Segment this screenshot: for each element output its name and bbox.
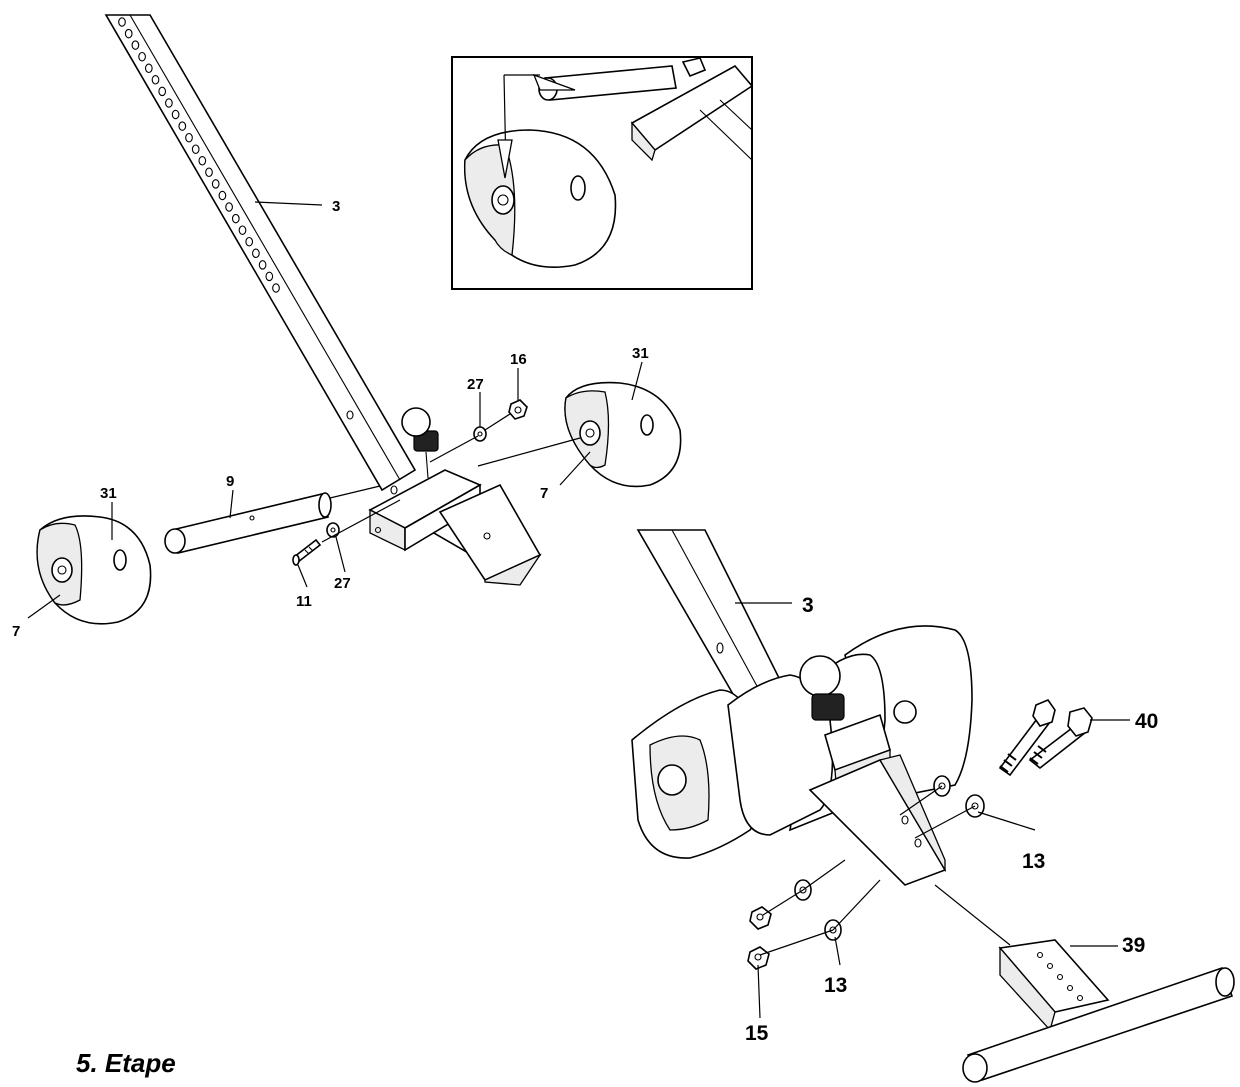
label-9: 9: [226, 473, 234, 490]
frame-hole: [185, 132, 193, 143]
bolt-40-a: [998, 699, 1056, 777]
frame-hole: [390, 485, 398, 495]
label-3-top: 3: [332, 198, 340, 215]
label-7-right: 7: [540, 485, 548, 502]
frame-hole: [124, 28, 133, 39]
frame-hole: [198, 156, 207, 166]
bolt-11: [292, 538, 322, 566]
nut-15-a: [749, 906, 772, 930]
assembly-lines-bottom: [759, 785, 1011, 956]
assembly-lines-top: [321, 413, 581, 543]
leaders-bottom: [735, 602, 1130, 1019]
step-title: 5. Etape: [76, 1048, 176, 1078]
washer-27-bottom: [326, 522, 340, 538]
frame-hole: [265, 271, 274, 282]
label-27-bottom: 27: [334, 575, 351, 592]
label-27-top: 27: [467, 376, 484, 393]
pop-pin-knob-bottom: [799, 655, 845, 721]
frame-tube-top: [104, 14, 417, 495]
frame-hole: [346, 410, 354, 420]
label-39: 39: [1122, 934, 1145, 957]
label-16: 16: [510, 351, 527, 368]
frame-hole: [245, 236, 254, 247]
frame-hole: [165, 98, 173, 108]
foot-tube-39: [962, 939, 1235, 1083]
frame-hole: [138, 51, 146, 62]
frame-hole: [118, 17, 126, 27]
pin-9: [164, 492, 332, 554]
bolt-40-b: [1028, 707, 1093, 770]
frame-hole: [131, 40, 140, 50]
frame-hole: [258, 260, 267, 270]
label-7-left: 7: [12, 623, 20, 640]
frame-hole: [238, 225, 247, 235]
frame-hole: [191, 144, 200, 154]
label-40: 40: [1135, 710, 1158, 733]
nut-16: [508, 399, 528, 420]
frame-hole: [272, 283, 280, 293]
frame-hole: [231, 213, 240, 224]
washer-27-top: [473, 426, 487, 442]
roller-front-2: [727, 674, 834, 836]
label-11: 11: [296, 593, 312, 610]
roller-left: [36, 515, 152, 625]
frame-hole: [158, 86, 167, 97]
detail-inset: [451, 56, 754, 290]
frame-hole: [225, 202, 233, 212]
nut-15-b: [747, 946, 770, 970]
frame-hole: [252, 248, 260, 259]
leaders-top: [27, 201, 643, 619]
frame-hole: [205, 167, 213, 178]
frame-hole: [144, 63, 153, 74]
roller-right: [564, 381, 682, 488]
frame-hole: [171, 109, 180, 120]
label-13-right: 13: [1022, 850, 1045, 873]
frame-hole: [151, 75, 160, 85]
label-3-bottom: 3: [802, 594, 814, 617]
frame-hole: [211, 179, 220, 189]
label-15: 15: [745, 1022, 769, 1045]
label-13-low: 13: [824, 974, 847, 997]
frame-hole: [218, 190, 227, 201]
label-31-left: 31: [100, 485, 117, 502]
label-31-right: 31: [632, 345, 649, 362]
bracket-bottom: [808, 713, 947, 886]
pop-pin-knob-top: [401, 407, 439, 479]
bracket-top: [368, 469, 542, 586]
frame-hole: [178, 121, 187, 131]
